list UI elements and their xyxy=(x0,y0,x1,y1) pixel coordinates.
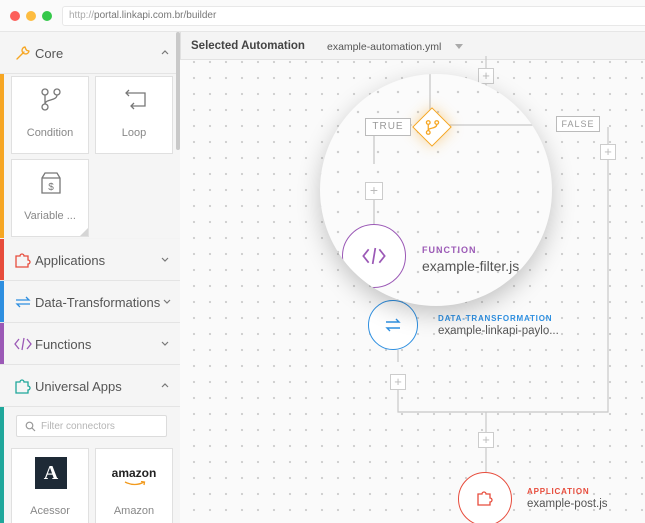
data-transformations-accent xyxy=(0,281,4,322)
code-icon xyxy=(14,337,32,351)
chevron-up-icon[interactable] xyxy=(160,45,170,59)
condition-tile[interactable]: Condition xyxy=(11,76,89,154)
core-accent xyxy=(0,32,4,238)
data-transformations-label: Data-Transformations xyxy=(35,295,161,310)
puzzle-icon xyxy=(477,491,493,506)
applications-accent xyxy=(0,239,4,280)
browser-chrome: http://portal.linkapi.com.br/builder xyxy=(0,0,645,32)
condition-label: Condition xyxy=(26,127,74,139)
loop-label: Loop xyxy=(121,127,147,139)
amazon-label: Amazon xyxy=(113,505,155,517)
wrench-icon xyxy=(16,46,30,60)
automation-file-select[interactable]: example-automation.yml xyxy=(327,41,442,53)
code-icon xyxy=(362,247,386,265)
false-branch-label: FALSE xyxy=(556,116,600,132)
application-node[interactable] xyxy=(458,472,512,523)
filter-connectors-field[interactable] xyxy=(16,415,167,437)
add-step-button[interactable]: + xyxy=(390,374,406,390)
acessor-logo: A xyxy=(35,457,67,489)
transformation-node-name: example-linkapi-paylo... xyxy=(438,325,559,337)
universal-apps-accent xyxy=(0,365,4,523)
data-transformation-node[interactable] xyxy=(368,300,418,350)
core-label: Core xyxy=(35,46,64,61)
swap-arrows-icon xyxy=(15,296,31,308)
magnifier-lens: TRUE + FUNCTION example-filter.js xyxy=(320,74,552,306)
tile-corner xyxy=(80,228,88,236)
svg-text:$: $ xyxy=(48,182,54,193)
puzzle-icon xyxy=(15,379,31,394)
true-branch-label: TRUE xyxy=(365,118,411,136)
chevron-down-icon[interactable] xyxy=(160,252,170,266)
amazon-smile-icon xyxy=(124,481,146,486)
transformation-node-type: DATA-TRANSFORMATION xyxy=(438,314,553,323)
filter-connectors-input[interactable] xyxy=(41,419,161,433)
functions-section: Functions xyxy=(0,323,180,365)
function-node-name: example-filter.js xyxy=(422,258,520,274)
automation-canvas[interactable]: Selected Automation example-automation.y… xyxy=(180,32,645,523)
chevron-down-icon[interactable] xyxy=(162,294,172,308)
variable-tile[interactable]: $ Variable ... xyxy=(11,159,89,237)
add-step-button[interactable]: + xyxy=(600,144,616,160)
core-section: Core Condition Loop $ Variable ... xyxy=(0,32,180,238)
data-transformations-header[interactable]: Data-Transformations xyxy=(0,281,180,323)
puzzle-icon xyxy=(15,253,31,268)
swap-arrows-icon xyxy=(385,318,401,332)
functions-header[interactable]: Functions xyxy=(0,323,180,365)
loop-tile[interactable]: Loop xyxy=(95,76,173,154)
application-node-type: APPLICATION xyxy=(527,487,590,496)
url-path: portal.linkapi.com.br/builder xyxy=(94,10,217,21)
url-protocol: http:// xyxy=(69,10,95,21)
selected-automation-label: Selected Automation xyxy=(191,40,305,52)
applications-label: Applications xyxy=(35,253,106,268)
window-maximize-button[interactable] xyxy=(42,11,52,21)
applications-header[interactable]: Applications xyxy=(0,239,180,281)
sidebar: Core Condition Loop $ Variable ... Appli… xyxy=(0,32,180,523)
chevron-up-icon[interactable] xyxy=(160,378,170,392)
variable-label: Variable ... xyxy=(24,210,76,222)
amazon-logo: amazon xyxy=(111,466,157,480)
chevron-down-icon[interactable] xyxy=(160,336,170,350)
search-icon xyxy=(25,421,36,432)
caret-down-icon[interactable] xyxy=(455,44,463,49)
variable-box-icon: $ xyxy=(41,172,61,194)
branch-icon xyxy=(425,120,440,135)
window-minimize-button[interactable] xyxy=(26,11,36,21)
core-header[interactable]: Core xyxy=(0,32,180,74)
add-step-button[interactable]: + xyxy=(478,68,494,84)
branch-icon xyxy=(41,88,61,111)
address-bar[interactable]: http://portal.linkapi.com.br/builder xyxy=(62,6,645,26)
window-close-button[interactable] xyxy=(10,11,20,21)
acessor-label: Acessor xyxy=(30,505,70,517)
functions-accent xyxy=(0,323,4,364)
sidebar-scrollbar[interactable] xyxy=(176,32,180,150)
acessor-tile[interactable]: A Acessor xyxy=(11,448,89,523)
application-node-name: example-post.js xyxy=(527,498,608,510)
add-step-button[interactable]: + xyxy=(365,182,383,200)
function-node-type: FUNCTION xyxy=(422,245,477,255)
function-node[interactable] xyxy=(342,224,406,288)
data-transformations-section: Data-Transformations xyxy=(0,281,180,323)
applications-section: Applications xyxy=(0,239,180,281)
canvas-header: Selected Automation example-automation.y… xyxy=(180,32,645,60)
loop-icon xyxy=(125,89,146,110)
amazon-tile[interactable]: amazon Amazon xyxy=(95,448,173,523)
universal-apps-label: Universal Apps xyxy=(35,379,122,394)
functions-label: Functions xyxy=(35,337,92,352)
add-step-button[interactable]: + xyxy=(478,432,494,448)
universal-apps-header[interactable]: Universal Apps xyxy=(0,365,180,407)
